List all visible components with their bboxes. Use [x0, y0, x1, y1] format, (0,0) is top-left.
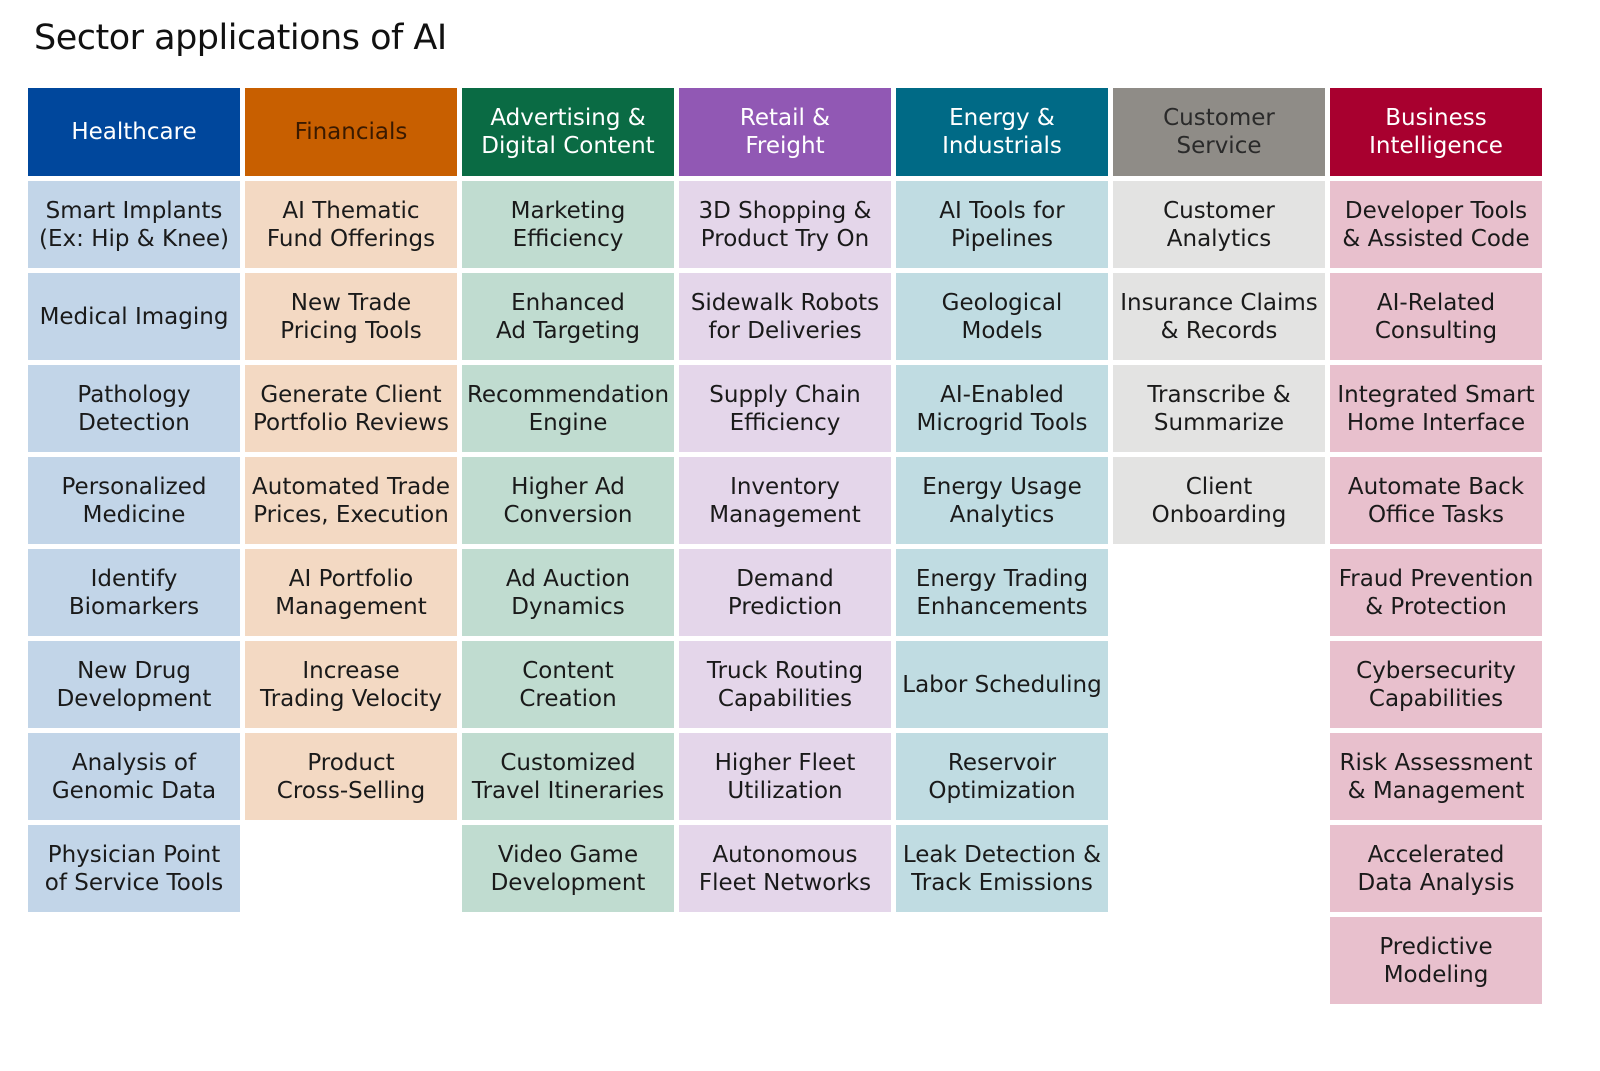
application-cell: Transcribe & Summarize [1113, 365, 1325, 452]
application-cell: Identify Biomarkers [28, 549, 240, 636]
application-cell: Truck Routing Capabilities [679, 641, 891, 728]
sector-header: Advertising & Digital Content [462, 88, 674, 176]
application-cell: Pathology Detection [28, 365, 240, 452]
application-cell: 3D Shopping & Product Try On [679, 181, 891, 268]
application-cell: Product Cross-Selling [245, 733, 457, 820]
application-cell: Generate Client Portfolio Reviews [245, 365, 457, 452]
application-cell: Integrated Smart Home Interface [1330, 365, 1542, 452]
application-cell: Medical Imaging [28, 273, 240, 360]
application-cell: Reservoir Optimization [896, 733, 1108, 820]
application-cell: Automate Back Office Tasks [1330, 457, 1542, 544]
application-cell: AI-Related Consulting [1330, 273, 1542, 360]
application-cell: Higher Ad Conversion [462, 457, 674, 544]
application-cell: Demand Prediction [679, 549, 891, 636]
page-title: Sector applications of AI [34, 18, 447, 58]
application-cell: AI-Enabled Microgrid Tools [896, 365, 1108, 452]
application-cell: Energy Usage Analytics [896, 457, 1108, 544]
application-cell: Predictive Modeling [1330, 917, 1542, 1004]
sector-header: Financials [245, 88, 457, 176]
application-cell: Customized Travel Itineraries [462, 733, 674, 820]
application-cell: Physician Point of Service Tools [28, 825, 240, 912]
application-cell: Accelerated Data Analysis [1330, 825, 1542, 912]
application-cell: Supply Chain Efficiency [679, 365, 891, 452]
application-cell: Sidewalk Robots for Deliveries [679, 273, 891, 360]
application-cell: AI Portfolio Management [245, 549, 457, 636]
application-cell: Personalized Medicine [28, 457, 240, 544]
application-cell: Marketing Efficiency [462, 181, 674, 268]
application-cell: Ad Auction Dynamics [462, 549, 674, 636]
sector-header: Energy & Industrials [896, 88, 1108, 176]
application-cell: AI Thematic Fund Offerings [245, 181, 457, 268]
application-cell: Inventory Management [679, 457, 891, 544]
application-cell: Leak Detection & Track Emissions [896, 825, 1108, 912]
application-cell: Client Onboarding [1113, 457, 1325, 544]
application-cell: Higher Fleet Utilization [679, 733, 891, 820]
application-cell: Content Creation [462, 641, 674, 728]
application-cell: Insurance Claims & Records [1113, 273, 1325, 360]
sector-header: Retail & Freight [679, 88, 891, 176]
application-cell: Autonomous Fleet Networks [679, 825, 891, 912]
application-cell: AI Tools for Pipelines [896, 181, 1108, 268]
application-cell: Recommendation Engine [462, 365, 674, 452]
application-cell: Developer Tools & Assisted Code [1330, 181, 1542, 268]
application-cell: Smart Implants (Ex: Hip & Knee) [28, 181, 240, 268]
sector-header: Healthcare [28, 88, 240, 176]
application-cell: Analysis of Genomic Data [28, 733, 240, 820]
sector-header: Customer Service [1113, 88, 1325, 176]
application-cell: Risk Assessment & Management [1330, 733, 1542, 820]
sector-header: Business Intelligence [1330, 88, 1542, 176]
application-cell: Fraud Prevention & Protection [1330, 549, 1542, 636]
application-cell: Automated Trade Prices, Execution [245, 457, 457, 544]
application-cell: Geological Models [896, 273, 1108, 360]
application-cell: Video Game Development [462, 825, 674, 912]
application-cell: Energy Trading Enhancements [896, 549, 1108, 636]
application-cell: Cybersecurity Capabilities [1330, 641, 1542, 728]
application-cell: Enhanced Ad Targeting [462, 273, 674, 360]
application-cell: Labor Scheduling [896, 641, 1108, 728]
application-cell: Customer Analytics [1113, 181, 1325, 268]
application-cell: Increase Trading Velocity [245, 641, 457, 728]
application-cell: New Trade Pricing Tools [245, 273, 457, 360]
application-cell: New Drug Development [28, 641, 240, 728]
